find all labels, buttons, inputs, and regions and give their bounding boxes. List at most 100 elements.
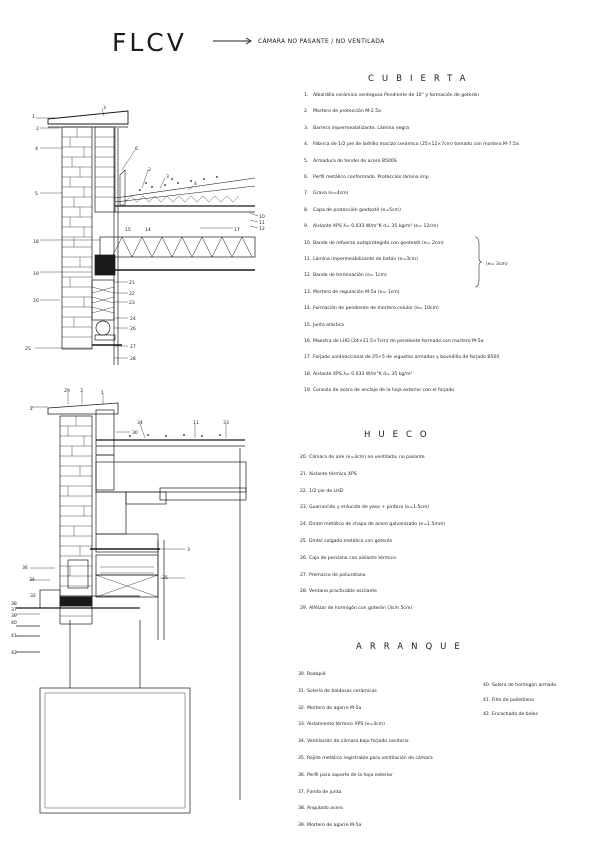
drawing-label: 3	[80, 388, 83, 394]
legend-item-text: Film de polietileno	[492, 697, 535, 703]
legend-item: 28.Ventana practicable oscilante	[300, 589, 377, 594]
legend-item-text: Rejilla metálica registrable para ventil…	[307, 756, 433, 761]
legend-item: 40.Solera de hormigón armado	[483, 683, 556, 688]
drawing-label: 3	[103, 105, 106, 111]
legend-item: 29.Alféizar de hormigón con goterón (3cm…	[300, 606, 412, 611]
legend-item: 33.Aislamiento térmico XPS (e=4cm)	[298, 722, 385, 727]
legend-item-number: 32.	[298, 705, 306, 711]
legend-item-text: Premarco de poliuretano	[309, 572, 366, 578]
legend-item-number: 16.	[304, 339, 312, 344]
legend-item: 31.Solería de baldosas cerámicas	[298, 689, 377, 694]
legend-item-text: Mortero de agarre M-5a	[307, 705, 362, 711]
legend-item-number: 39.	[298, 823, 306, 829]
legend-item-number: 9.	[304, 224, 309, 230]
brace-label: (e= 3cm)	[486, 262, 508, 267]
drawing-label: 27	[130, 344, 136, 350]
legend-item: 26.Caja de persiana con aislante térmico	[300, 556, 396, 561]
legend-item-text: Forjado unidireccional de 25+5 de viguet…	[313, 355, 500, 361]
drawing-label: 29	[64, 388, 70, 394]
legend-item-text: Solera de hormigón armado	[492, 683, 557, 688]
legend-item-number: 30.	[298, 672, 306, 677]
legend-item-text: Aislante XPS λ= 0.033 W/m°K d= 35 kg/m³ …	[313, 224, 439, 230]
drawing-label: 1	[101, 390, 104, 396]
drawing-label: 17	[234, 227, 240, 233]
legend-item-number: 7.	[304, 191, 309, 197]
legend-item: 6. Perfil metálico conformado. Protección…	[304, 175, 429, 180]
legend-item-number: 28.	[300, 589, 308, 595]
section-heading-cubierta: CUBIERTA	[368, 74, 474, 84]
drawing-label: 1	[32, 114, 35, 120]
legend-item-text: Caja de persiana con aislante térmico	[309, 555, 396, 561]
legend-item-number: 1.	[304, 93, 309, 98]
legend-item-text: Aislante térmico XPS	[309, 471, 357, 477]
legend-item-text: Albardilla cerámica ventegusa Pendiente …	[313, 93, 480, 98]
drawing-label: 40	[11, 620, 17, 626]
drawing-label: 37	[11, 607, 17, 613]
drawing-label: 2	[30, 406, 33, 412]
drawing-label: 18	[33, 239, 39, 245]
legend-item-number: 33.	[298, 722, 306, 728]
legend-item: 7. Grava (e=4cm)	[304, 191, 348, 196]
drawing-label: 10	[259, 214, 265, 220]
legend-item: 2.Mortero de protección M-2.5a	[304, 109, 381, 114]
legend-item-number: 5.	[304, 158, 309, 164]
legend-item-number: 27.	[300, 572, 308, 578]
legend-item-text: Aislante XPS λ= 0.033 W/m°K d= 35 kg/m³	[313, 371, 413, 377]
drawing-label: 33	[223, 420, 229, 426]
drawing-label: 5	[35, 191, 38, 197]
legend-item-number: 23.	[300, 505, 308, 511]
legend-item: 34.Ventilación de cámara bajo forjado sa…	[298, 739, 409, 744]
drawing-label: 20	[33, 298, 39, 304]
drawing-label: 12	[259, 226, 265, 232]
legend-item-text: Barrera impermeabilizante. Lámina negra	[313, 125, 410, 131]
legend-item-number: 4.	[304, 142, 309, 148]
legend-item-text: Grava (e=4cm)	[313, 191, 349, 197]
legend-item-text: Banda de terminación (e= 1cm)	[313, 273, 387, 279]
legend-item-text: Cámara de aire (e=3cm) no ventilada, no …	[309, 455, 425, 460]
legend-item-number: 26.	[300, 555, 308, 561]
legend-item: 42.Encachado de bolos	[483, 712, 538, 717]
legend-item-text: Dintel colgado metálico con goterón	[309, 539, 393, 544]
legend-item-text: Fondo de junta	[307, 789, 342, 795]
legend-item-number: 31.	[298, 688, 306, 694]
legend-item: 4.Fábrica de 1/2 pie de ladrillo macizo …	[304, 142, 519, 147]
arrow-right-icon	[213, 37, 252, 45]
drawing-label: 23	[129, 300, 135, 306]
legend-item: 14.Formación de pendiente de mortero cel…	[304, 306, 439, 311]
legend-item: 22.1/2 pie de LHD	[300, 489, 343, 494]
legend-item: 13.Mortero de regulación M-5a (e= 1cm)	[304, 290, 400, 295]
legend-item-number: 34.	[298, 739, 306, 745]
legend-item-text: Angulado acero	[307, 806, 343, 812]
legend-item: 11.Lámina impermeabilizante de betún (e=…	[304, 257, 418, 262]
legend-item: 37.Fondo de junta	[298, 790, 341, 795]
drawing-label: 28	[130, 356, 136, 362]
sheet-title: FLCV	[112, 28, 187, 57]
drawing-label: 34	[29, 577, 35, 583]
section-heading-arranque: ARRANQUE	[356, 642, 468, 652]
legend-item-number: 24.	[300, 522, 308, 528]
legend-item: 5.Armadura de tendel de acero B500S	[304, 159, 397, 164]
legend-item-text: Consola de acero de anclaje de la hoja e…	[313, 388, 455, 394]
legend-item-number: 3.	[304, 125, 309, 131]
legend-item: 39.Mortero de agarre M-5a	[298, 823, 361, 828]
drawing-label: 26	[130, 326, 136, 332]
legend-item-text: Banda de refuerzo autoprotegida con geot…	[313, 240, 444, 246]
legend-item: 25.Dintel colgado metálico con goterón	[300, 539, 392, 544]
curly-brace-icon	[474, 236, 482, 288]
drawing-label: 36	[22, 565, 28, 571]
legend-item-number: 6.	[304, 175, 309, 180]
legend-item-number: 42.	[483, 712, 491, 717]
legend-item-text: Maestra de LHD (24×11.5×7cm) de pendient…	[313, 339, 484, 344]
drawing-label: 24	[130, 316, 136, 322]
legend-item: 23.Guarnecido y enlucido de yeso + pintu…	[300, 505, 429, 510]
legend-item-text: Perfil metálico conformado. Protección l…	[313, 175, 429, 180]
legend-item-number: 11.	[304, 257, 312, 262]
drawing-label: 11	[193, 420, 199, 426]
legend-item-text: Solería de baldosas cerámicas	[307, 688, 377, 694]
legend-item-number: 17.	[304, 355, 312, 361]
legend-item-text: Capa de protección geotextil (e=5cm)	[313, 207, 401, 213]
legend-item-number: 36.	[298, 772, 306, 778]
legend-item-number: 37.	[298, 789, 306, 795]
legend-item-text: Encachado de bolos	[492, 712, 539, 717]
